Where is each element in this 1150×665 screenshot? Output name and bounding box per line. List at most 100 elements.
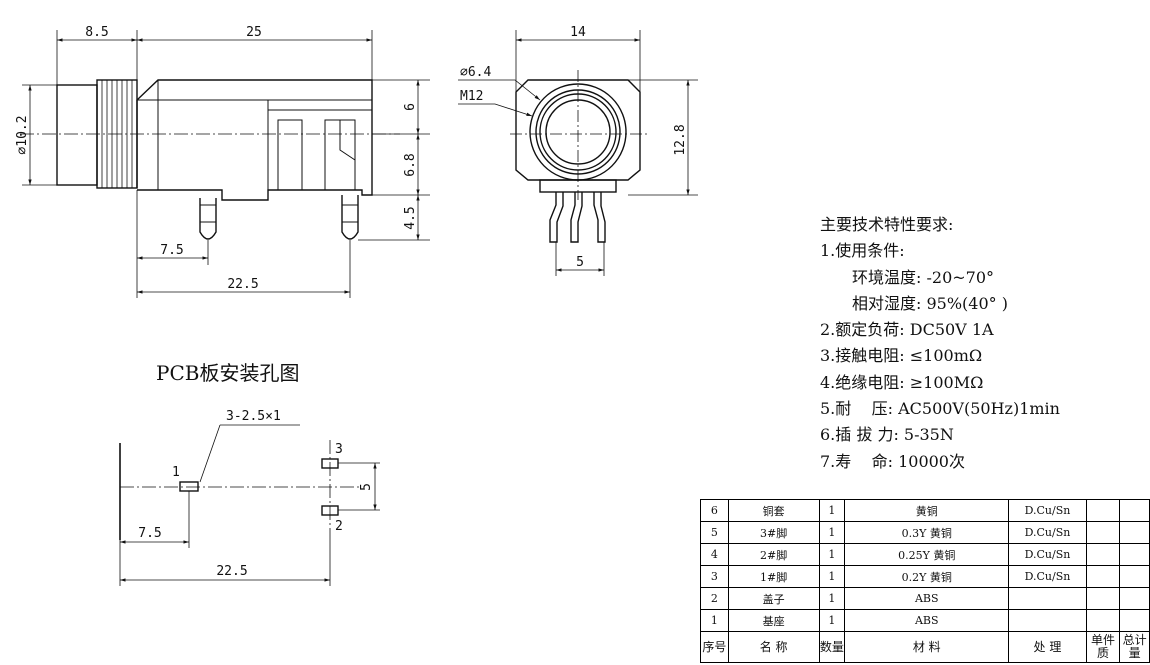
label-hole-3: 3 <box>335 442 343 457</box>
bom-cell-name: 基座 <box>727 609 820 632</box>
bom-cell-no: 5 <box>700 521 729 544</box>
bom-cell-no: 2 <box>700 587 729 610</box>
bom-cell-mass <box>1085 565 1121 588</box>
bom-cell-qty: 1 <box>818 543 846 566</box>
bom-cell-mass <box>1085 521 1121 544</box>
bom-cell-mass <box>1085 587 1121 610</box>
dim-5: 5 <box>576 255 584 270</box>
bom-cell-material: 0.2Y 黄铜 <box>844 565 1010 588</box>
dim-6: 6 <box>403 103 418 111</box>
bom-cell-mass <box>1119 565 1150 588</box>
bom-cell-material: 黄铜 <box>844 499 1010 522</box>
bom-cell-mass <box>1085 543 1121 566</box>
spec-line-1a: 环境温度: -20~70° <box>852 267 995 287</box>
bom-cell-name: 1#脚 <box>727 565 820 588</box>
barrel-cap <box>56 84 98 186</box>
pcb-hole-2 <box>321 505 339 516</box>
bom-cell-finish <box>1008 587 1087 610</box>
bom-cell-qty: 1 <box>818 521 846 544</box>
bom-cell-material: 0.3Y 黄铜 <box>844 521 1010 544</box>
bom-cell-material: ABS <box>844 587 1010 610</box>
bom-cell-mass <box>1085 609 1121 632</box>
bom-header-no: 序号 <box>700 631 729 663</box>
front-pin-right <box>593 192 606 243</box>
bom-cell-material: ABS <box>844 609 1010 632</box>
bom-cell-qty: 1 <box>818 565 846 588</box>
bom-header-qty: 数量 <box>818 631 846 663</box>
spec-line-1: 1.使用条件: <box>820 241 905 261</box>
bom-cell-mass <box>1119 499 1150 522</box>
bom-cell-mass <box>1119 543 1150 566</box>
bom-header-row: 序号 名 称 数量 材 料 处 理 单件 质 总计 量 <box>700 631 1150 663</box>
housing-body <box>136 79 373 201</box>
thread-outer-circle <box>529 83 627 181</box>
front-housing <box>515 79 641 181</box>
bom-header-material: 材 料 <box>844 631 1010 663</box>
bom-cell-qty: 1 <box>818 609 846 632</box>
front-view-dimensions <box>458 30 698 276</box>
spec-line-3: 3.接触电阻: ≤100mΩ <box>820 346 983 366</box>
pcb-hole-1 <box>179 481 199 492</box>
dim-8-5: 8.5 <box>85 25 108 40</box>
bom-cell-finish: D.Cu/Sn <box>1008 521 1087 544</box>
dim-pcb-22-5: 22.5 <box>216 564 247 579</box>
front-pin-middle <box>570 192 583 243</box>
side-pin-right <box>341 195 359 240</box>
dim-14: 14 <box>570 25 586 40</box>
bom-cell-finish: D.Cu/Sn <box>1008 499 1087 522</box>
spec-line-2: 2.额定负荷: DC50V 1A <box>820 320 994 340</box>
dim-25: 25 <box>246 25 262 40</box>
spec-line-1b: 相对湿度: 95%(40° ) <box>852 293 1008 313</box>
dim-22-5: 22.5 <box>227 277 258 292</box>
dim-6-8: 6.8 <box>403 153 418 176</box>
dim-pcb-5: 5 <box>359 483 374 491</box>
dim-12-8: 12.8 <box>673 124 688 155</box>
label-hole-2: 2 <box>335 519 343 534</box>
side-pin-left <box>199 198 217 240</box>
hole-circle <box>545 99 611 165</box>
spec-line-6: 6.插 拔 力: 5-35N <box>820 425 954 445</box>
spec-line-4: 4.绝缘电阻: ≥100MΩ <box>820 372 984 392</box>
bom-cell-name: 3#脚 <box>727 521 820 544</box>
bom-cell-no: 6 <box>700 499 729 522</box>
front-pin-left <box>549 192 564 243</box>
bom-cell-qty: 1 <box>818 587 846 610</box>
bom-cell-no: 1 <box>700 609 729 632</box>
dim-diameter-10-2: ⌀10.2 <box>15 115 30 154</box>
spec-title: 主要技术特性要求: <box>820 215 954 234</box>
dim-4-5: 4.5 <box>403 206 418 229</box>
bom-cell-mass <box>1119 521 1150 544</box>
bom-cell-name: 铜套 <box>727 499 820 522</box>
spec-list: 主要技术特性要求: 1.使用条件: 环境温度: -20~70° 相对湿度: 95… <box>820 212 1150 475</box>
bom-cell-mass <box>1119 609 1150 632</box>
bom-cell-mass <box>1085 499 1121 522</box>
label-m12: M12 <box>460 89 483 104</box>
bom-cell-mass <box>1119 587 1150 610</box>
bom-cell-no: 3 <box>700 565 729 588</box>
bom-cell-name: 2#脚 <box>727 543 820 566</box>
pcb-layout <box>119 424 380 586</box>
label-hole-1: 1 <box>172 465 180 480</box>
pcb-hole-3 <box>321 458 339 469</box>
side-view <box>20 79 400 240</box>
dim-7-5: 7.5 <box>160 243 183 258</box>
label-hole-spec: 3-2.5×1 <box>226 409 281 424</box>
bom-header-unit-mass: 单件 质 <box>1085 631 1121 663</box>
bom-cell-qty: 1 <box>818 499 846 522</box>
bom-header-name: 名 称 <box>727 631 820 663</box>
front-view <box>510 70 650 243</box>
bom-cell-finish: D.Cu/Sn <box>1008 565 1087 588</box>
label-diameter-6-4: ⌀6.4 <box>460 65 491 80</box>
bom-cell-material: 0.25Y 黄铜 <box>844 543 1010 566</box>
bom-cell-finish: D.Cu/Sn <box>1008 543 1087 566</box>
dim-pcb-7-5: 7.5 <box>138 526 161 541</box>
side-view-dimensions <box>22 30 430 298</box>
pcb-title: PCB板安装孔图 <box>156 361 299 385</box>
spec-line-7: 7.寿 命: 10000次 <box>820 451 965 471</box>
bom-cell-finish <box>1008 609 1087 632</box>
